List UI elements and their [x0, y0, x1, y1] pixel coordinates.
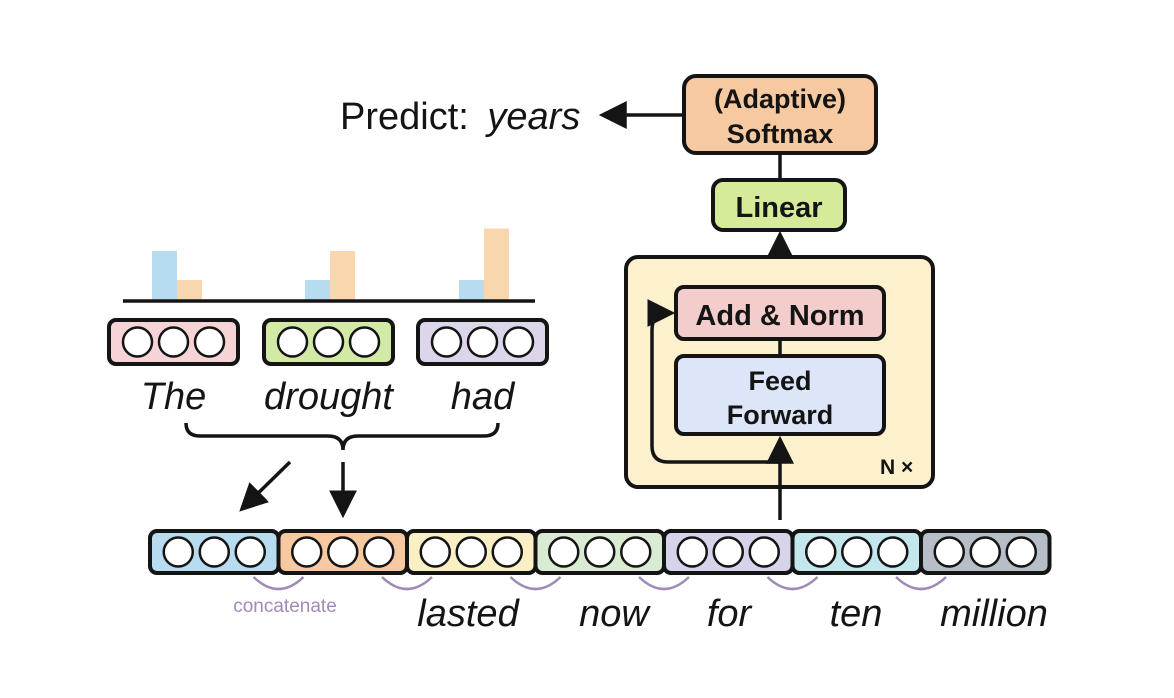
transformer-block: Add & Norm Feed Forward N ×	[624, 255, 935, 489]
attention-bar	[484, 228, 509, 301]
context-word-box	[262, 318, 395, 366]
token-circle	[933, 536, 965, 568]
token-circle	[748, 536, 780, 568]
residual-connection-arrow	[647, 299, 780, 464]
token-circle	[491, 536, 523, 568]
token-circle	[348, 326, 381, 358]
token-circle	[276, 326, 309, 358]
token-sequence	[148, 529, 1052, 575]
context-word-box	[107, 318, 240, 366]
sequence-cell	[662, 529, 795, 575]
token-circle	[712, 536, 744, 568]
token-circle	[193, 326, 226, 358]
token-circle	[841, 536, 873, 568]
token-circle	[455, 536, 487, 568]
predicted-word: years	[484, 96, 580, 138]
softmax-box: (Adaptive) Softmax	[682, 74, 878, 155]
token-circle	[805, 536, 837, 568]
attention-bar	[330, 251, 355, 301]
token-circle	[291, 536, 323, 568]
token-circle	[430, 326, 463, 358]
sequence-word: ten	[830, 593, 883, 635]
concat-arc	[895, 576, 947, 591]
token-circle	[419, 536, 451, 568]
token-circle	[877, 536, 909, 568]
attention-bars	[152, 228, 509, 301]
attention-bar	[177, 280, 202, 301]
token-circle	[198, 536, 230, 568]
context-brace	[184, 422, 500, 451]
context-word-box	[416, 318, 549, 366]
concat-arc	[638, 576, 690, 591]
context-words: The drought had	[107, 318, 549, 418]
softmax-line1: (Adaptive)	[714, 84, 846, 114]
token-circle	[1005, 536, 1037, 568]
concat-arcs	[252, 576, 947, 591]
sequence-word: million	[940, 593, 1048, 635]
token-circle	[620, 536, 652, 568]
linear-rect	[711, 178, 847, 232]
linear-box: Linear	[711, 178, 847, 232]
token-circle	[157, 326, 190, 358]
linear-label: Linear	[735, 192, 822, 224]
token-circle	[676, 536, 708, 568]
softmax-line2: Softmax	[727, 119, 834, 149]
attention-bar	[305, 280, 330, 301]
context-word: drought	[264, 376, 394, 418]
sequence-word: lasted	[417, 593, 520, 635]
attention-bar	[152, 251, 177, 301]
attention-bar	[459, 280, 484, 301]
sequence-cell	[405, 529, 538, 575]
repeat-label: N ×	[880, 456, 913, 479]
feed-forward-rect	[674, 354, 886, 436]
sequence-cell	[276, 529, 409, 575]
add-norm-label: Add & Norm	[695, 300, 864, 332]
token-circle	[466, 326, 499, 358]
sequence-words: lasted now for ten million	[417, 593, 1048, 635]
context-word: The	[141, 376, 206, 418]
token-circle	[363, 536, 395, 568]
token-circle	[502, 326, 535, 358]
sequence-cell	[533, 529, 666, 575]
token-circle	[121, 326, 154, 358]
context-word: had	[451, 376, 516, 418]
sequence-word: for	[707, 593, 753, 635]
token-circle	[312, 326, 345, 358]
sequence-cell	[148, 529, 281, 575]
sequence-word: now	[579, 593, 651, 635]
concat-arc	[509, 576, 562, 591]
brace-arrow-left	[239, 460, 292, 512]
sequence-cell	[919, 529, 1052, 575]
concat-arc	[766, 576, 819, 591]
token-circle	[584, 536, 616, 568]
feed-forward-line2: Forward	[727, 400, 834, 430]
concat-arc	[252, 576, 305, 591]
concat-arc	[381, 576, 433, 591]
sequence-cell	[790, 529, 923, 575]
token-circle	[548, 536, 580, 568]
token-circle	[234, 536, 266, 568]
token-circle	[162, 536, 194, 568]
concatenate-label: concatenate	[233, 596, 337, 617]
predict-label: Predict: years	[340, 96, 580, 138]
token-circle	[327, 536, 359, 568]
feed-forward-line1: Feed	[748, 366, 811, 396]
token-circle	[969, 536, 1001, 568]
